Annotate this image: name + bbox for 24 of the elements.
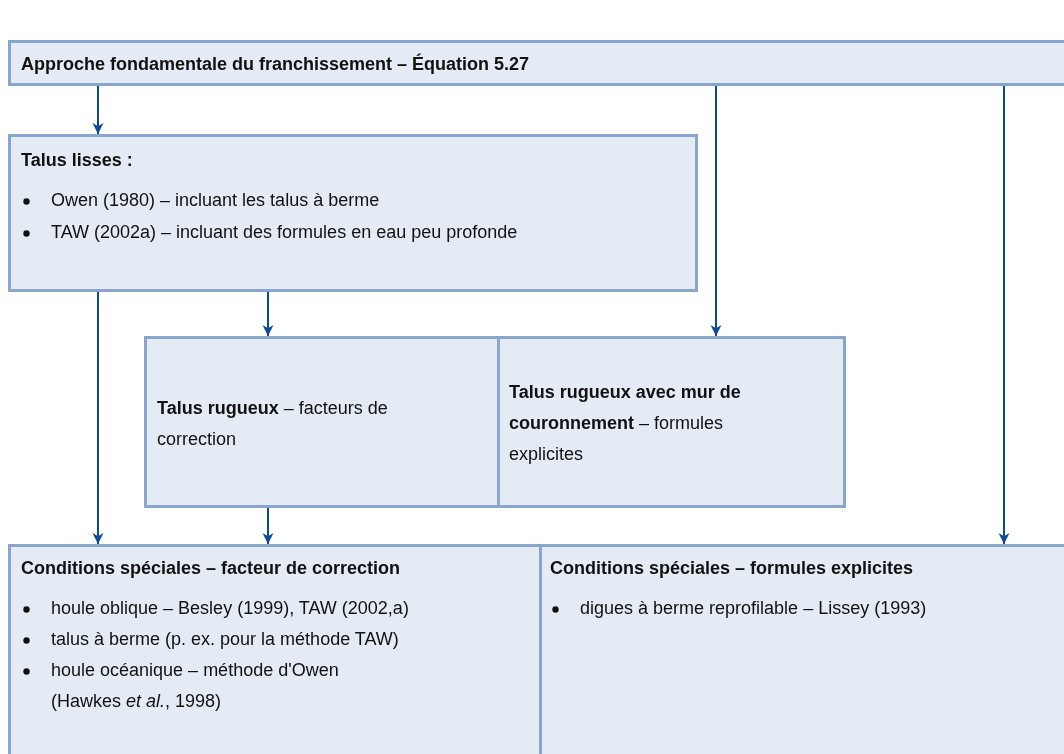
heading: Conditions spéciales – facteur de correction [21, 557, 402, 580]
process-box [144, 336, 500, 508]
list-item: houle océanique – méthode d'Owen (Hawkes et al., 1998) [51, 659, 340, 713]
list-item: TAW (2002a) – incluant des formules en eau peu profonde [51, 221, 519, 244]
heading: Approche fondamentale du franchissement – Équation 5.27 [21, 52, 531, 76]
arrow [92, 85, 104, 135]
heading: Conditions spéciales – formules explicites [550, 557, 915, 580]
list-item: Owen (1980) – incluant les talus à berme [51, 189, 381, 212]
process-box [498, 336, 846, 508]
box-text: Talus rugueux avec mur de couronnement – formules explicites [509, 381, 742, 466]
list-item: talus à berme (p. ex. pour la méthode TAW) [51, 628, 400, 651]
arrow [998, 85, 1010, 545]
arrow [262, 291, 274, 337]
process-box [8, 544, 542, 754]
arrow [262, 507, 274, 545]
list-item: houle oblique – Besley (1999), TAW (2002,a) [51, 597, 410, 620]
list-item: digues à berme reprofilable – Lissey (1993) [580, 597, 928, 620]
header-box [8, 40, 1064, 86]
arrow [92, 291, 104, 545]
heading: Talus lisses : [21, 149, 134, 172]
box-text: Talus rugueux – facteurs de correction [157, 397, 389, 451]
process-box [8, 134, 698, 292]
arrow [710, 85, 722, 337]
process-box [540, 544, 1064, 754]
